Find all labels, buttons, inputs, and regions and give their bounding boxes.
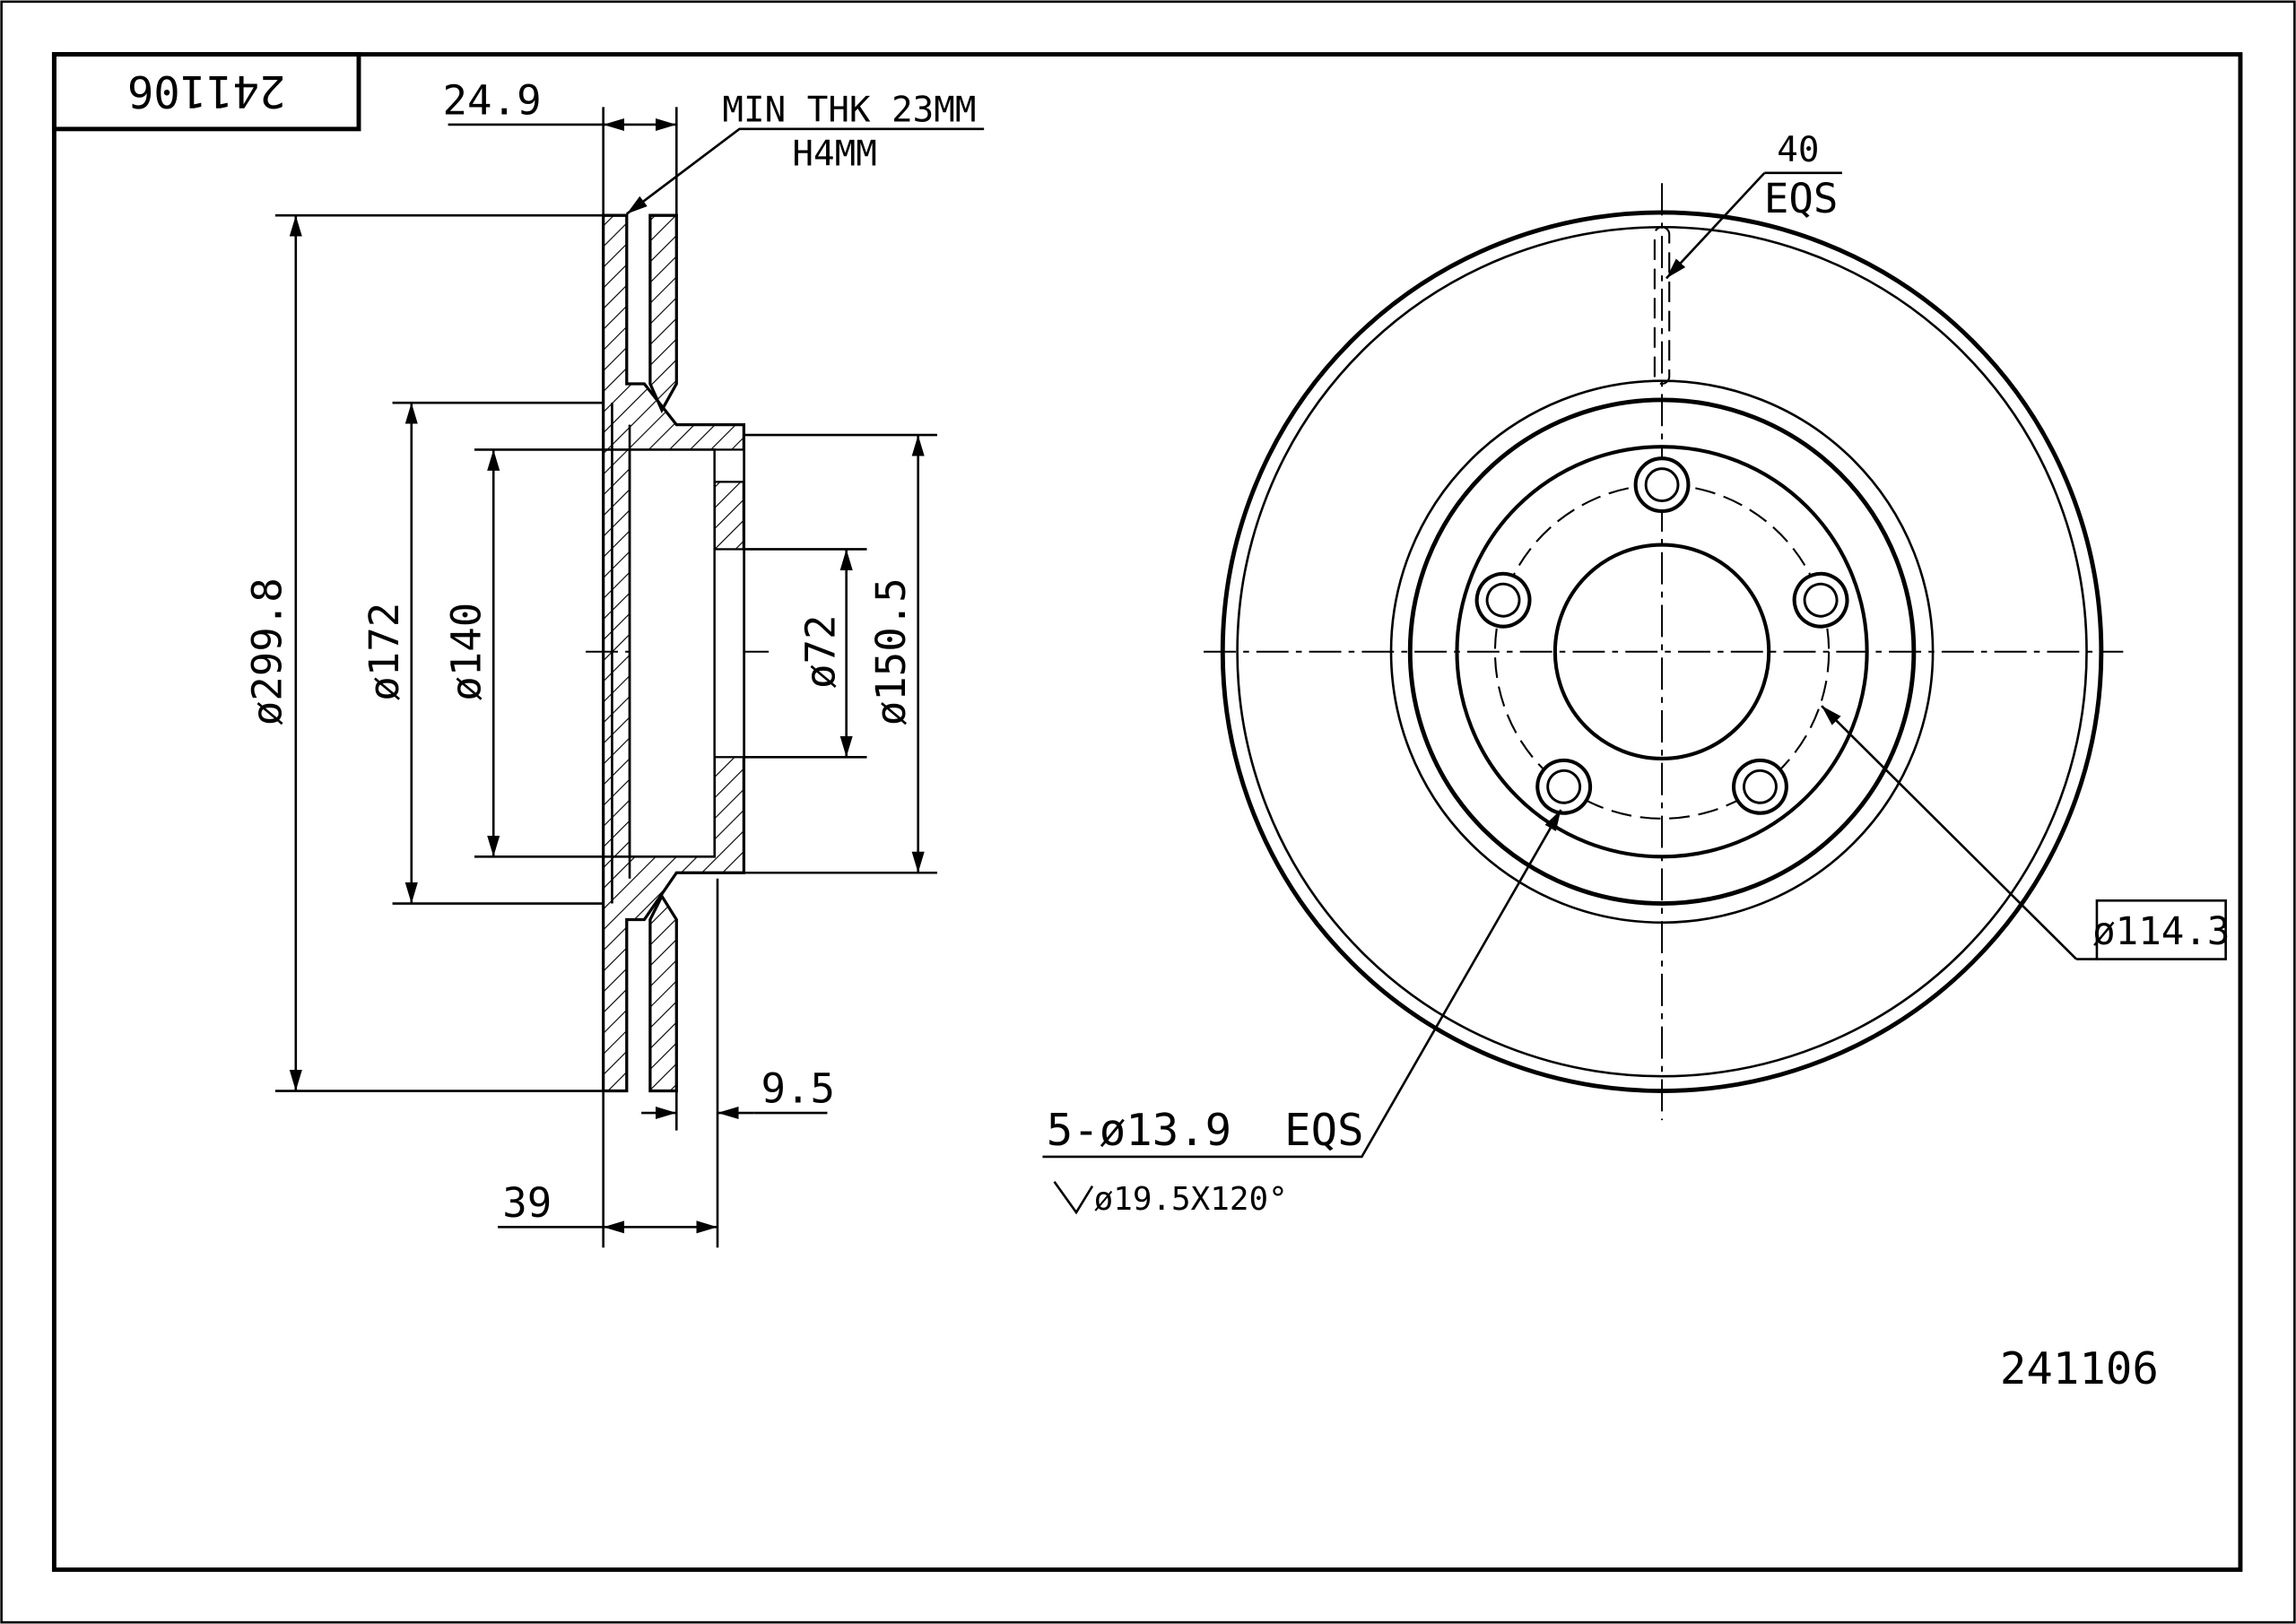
pcd-dim: ø114.3 [2092,910,2230,954]
drawing-frame [51,52,2243,1572]
section-dimensions: 24.9 MIN THK 23MM H4MM ø299.8 ø172 ø140 … [243,77,985,1248]
part-number: 241106 [2000,1343,2159,1394]
vent-eqs: EQS [1764,175,1839,222]
vent-count: 40 [1777,130,1819,170]
title-part-number: 241106 [127,65,286,117]
min-thickness-note: MIN THK 23MM [722,91,976,131]
section-view [586,213,770,1093]
countersink-note: ø19.5X120° [1094,1181,1288,1218]
hub-thickness-dim: 9.5 [761,1065,836,1113]
diameter-172-dim: ø172 [361,603,408,701]
thickness-dim: 24.9 [443,77,542,125]
total-height-dim: 39 [502,1179,552,1227]
bolt-hole-note: 5-ø13.9 EQS [1047,1105,1364,1156]
height-note: H4MM [792,135,876,175]
hat-diameter-dim: ø150.5 [867,578,915,725]
center-bore-dim: ø72 [797,614,845,689]
title-block: 241106 [51,52,361,132]
countersink-icon [1053,1180,1094,1215]
front-dimensions: 40 EQS ø114.3 5-ø13.9 EQS ø19.5X120° [1042,130,2230,1218]
diameter-140-dim: ø140 [443,603,491,701]
outer-diameter-dim: ø299.8 [243,578,291,725]
front-view [1204,183,2124,1121]
